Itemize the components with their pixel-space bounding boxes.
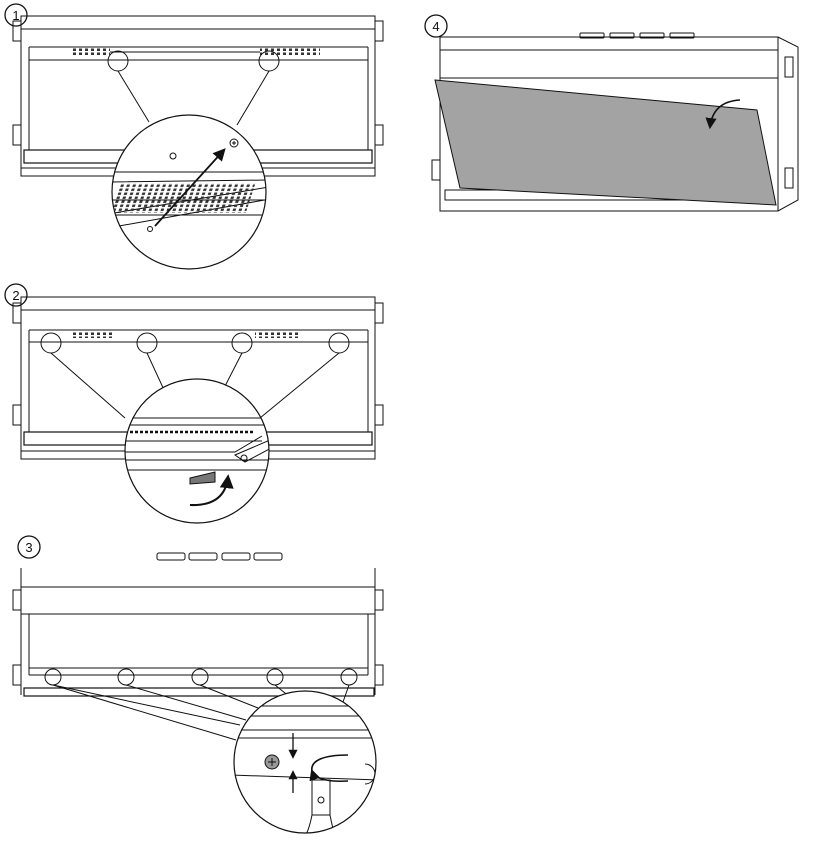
step-3-badge: 3 (17, 535, 41, 559)
rotate-arrow-icon (189, 474, 234, 507)
step-4-number: 4 (432, 19, 439, 34)
rotate-arrow-icon (705, 99, 741, 130)
screw-icon (229, 138, 239, 148)
step-4-badge: 4 (424, 14, 448, 38)
step-1-number: 1 (12, 8, 19, 23)
rotate-arrow-icon (312, 754, 349, 783)
step-1-figure: 1 (4, 3, 384, 270)
removed-clips (156, 552, 283, 561)
step-4-figure: 4 (424, 14, 799, 212)
step-1-badge: 1 (4, 3, 28, 27)
detail-magnifier-1 (111, 114, 267, 270)
step-2-number: 2 (12, 288, 19, 303)
detail-magnifier-3 (233, 690, 377, 834)
fireplace-unit-3 (12, 568, 384, 741)
fireplace-unit-1 (12, 15, 384, 177)
clip-icon (156, 552, 186, 561)
step-3-figure: 3 (12, 535, 384, 834)
step-3-number: 3 (25, 540, 32, 555)
detail-magnifier-2 (124, 378, 270, 524)
step-2-badge: 2 (4, 283, 28, 307)
glass-panel (434, 79, 777, 206)
step-2-figure: 2 (4, 283, 384, 524)
screw-icon (264, 754, 280, 770)
direction-arrow-icon (154, 148, 226, 227)
